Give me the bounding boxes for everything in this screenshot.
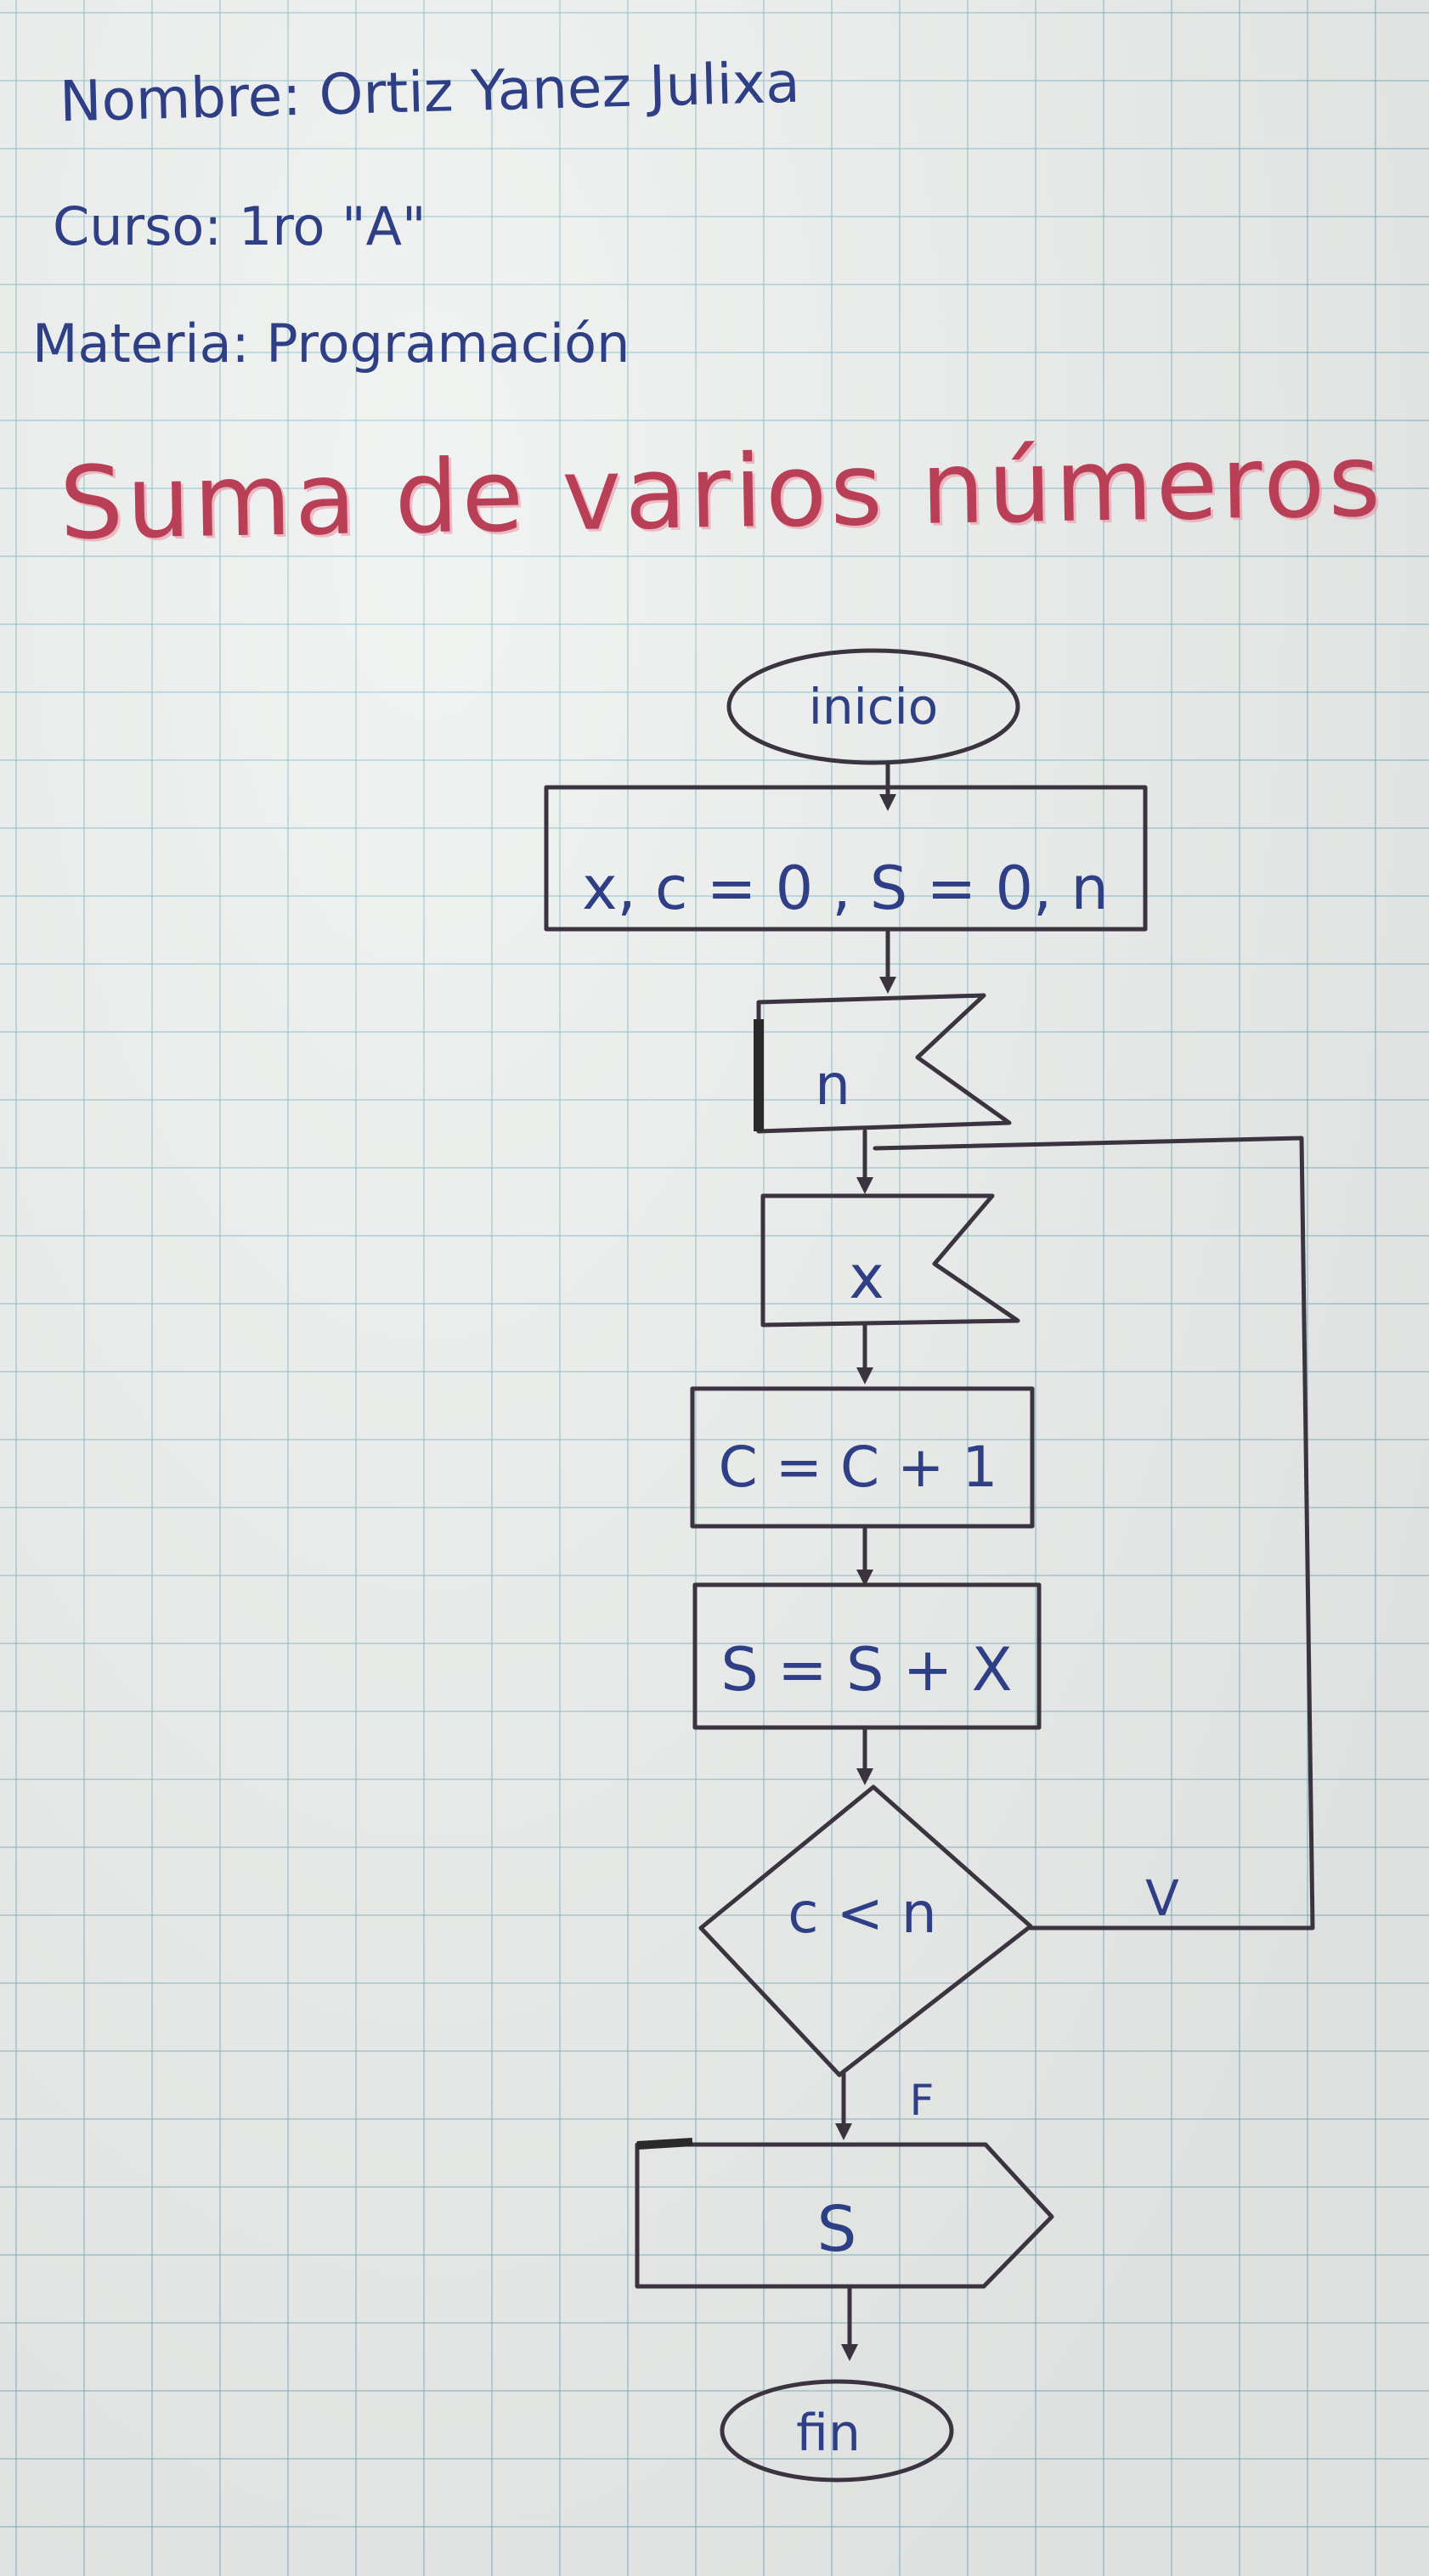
arrowhead-icon (879, 794, 896, 811)
subject-label: Materia: Programación (32, 313, 630, 375)
input-n-label: n (815, 1052, 850, 1118)
accumulate-label: S = S + X (720, 1635, 1012, 1705)
init-process: x, c = 0 , S = 0, n (544, 785, 1148, 932)
output-label: S (817, 2193, 857, 2266)
arrowhead-icon (856, 1570, 873, 1587)
arrowhead-icon (856, 1367, 873, 1384)
output-display: S (635, 2138, 1054, 2289)
arrowhead-icon (879, 977, 896, 994)
condition-label: c < n (788, 1880, 936, 1946)
true-branch-label: V (1145, 1869, 1179, 1927)
counter-process: C = C + 1 (690, 1386, 1035, 1529)
arrowhead-icon (856, 1177, 873, 1194)
start-label: inicio (809, 678, 938, 736)
end-label: fin (796, 2404, 861, 2463)
accumulate-process: S = S + X (692, 1582, 1042, 1730)
course-label: Curso: 1ro "A" (53, 195, 426, 257)
loop-back-connector (873, 1136, 1315, 1931)
input-x-block: x (760, 1193, 1020, 1327)
decision-diamond: c < n (698, 1784, 1033, 2077)
counter-label: C = C + 1 (719, 1435, 998, 1500)
end-terminator: fin (720, 2379, 954, 2483)
output-edge-mark (636, 2138, 693, 2150)
input-n-block: n (754, 993, 1012, 1134)
arrowhead-icon (835, 2123, 852, 2140)
start-terminator: inicio (726, 648, 1020, 765)
arrowhead-icon (856, 1768, 873, 1785)
init-label: x, c = 0 , S = 0, n (582, 854, 1109, 923)
arrowhead-icon (841, 2344, 858, 2361)
false-branch-label: F (910, 2076, 935, 2125)
input-x-label: x (849, 1243, 884, 1312)
